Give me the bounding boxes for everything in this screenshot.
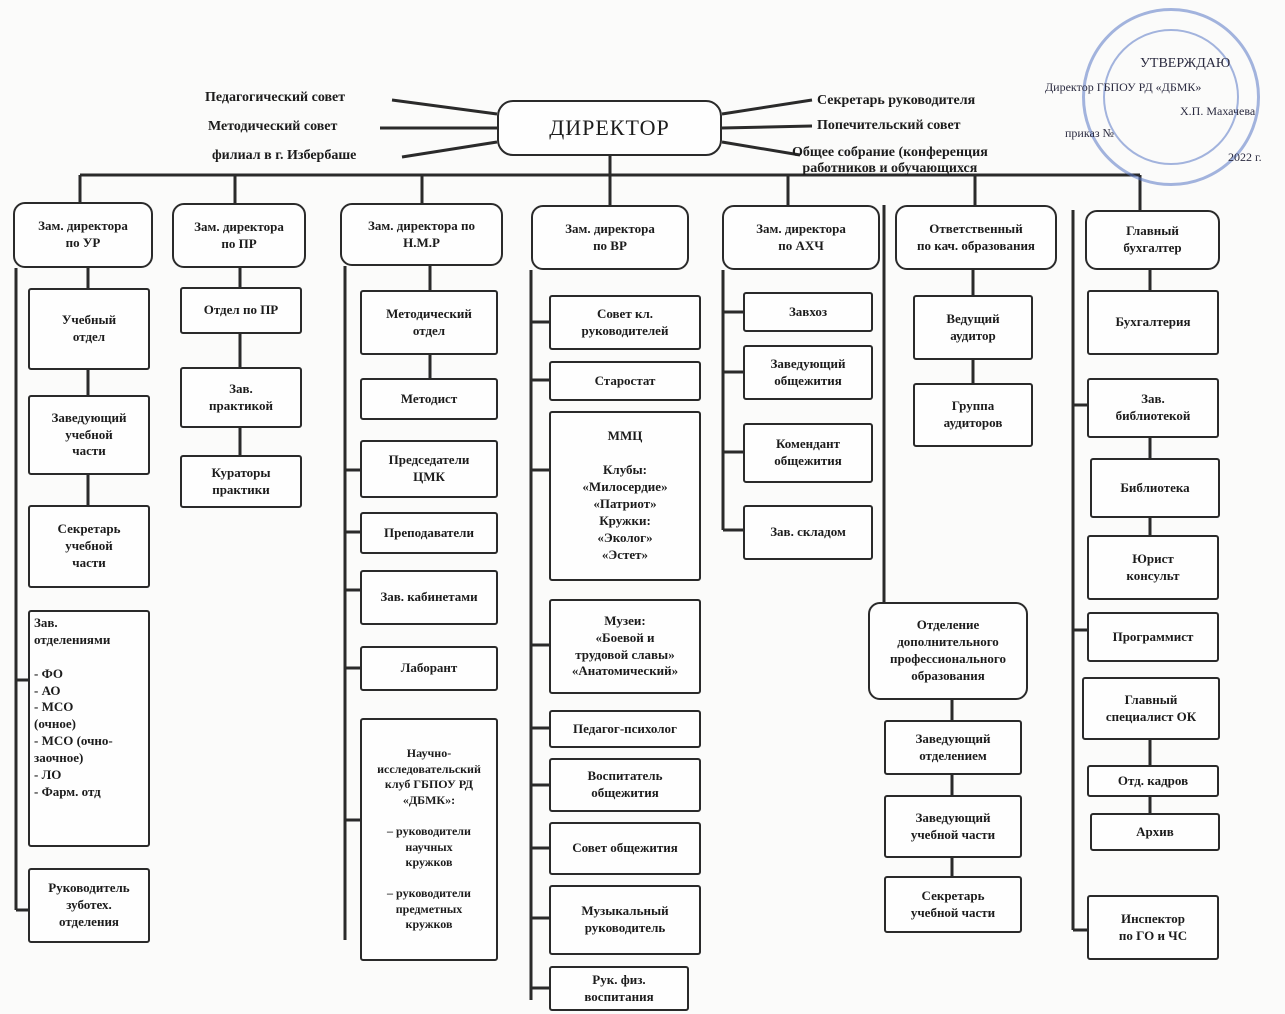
chief-hr-specialist: Главный специалист ОК [1082,677,1220,740]
heads-of-departments: Зав. отделениями - ФО - АО - МСО (очное)… [28,610,150,847]
dormitory-head: Заведующий общежития [743,345,873,400]
research-club: Научно- исследовательский клуб ГБПОУ РД … [360,718,498,961]
head-dental-department: Руководитель зуботех. отделения [28,868,150,943]
approval-line-4: приказ № [1065,126,1115,140]
council-methodical: Методический совет [208,119,338,134]
council-general-meeting: Общее собрание (конференция работников и… [792,145,988,176]
dormitory-commandant: Комендант общежития [743,423,873,483]
accounting: Бухгалтерия [1087,290,1219,355]
heads-of-cabinets: Зав. кабинетами [360,570,498,625]
library-head: Зав. библиотекой [1087,378,1219,438]
approval-line-2: Директор ГБПОУ РД «ДБМК» [1045,80,1202,94]
practice-curators: Кураторы практики [180,455,302,508]
head-deputy-ur: Зам. директора по УР [13,202,153,268]
approval-line-1: УТВЕРЖДАЮ [1140,56,1231,71]
education-department: Учебный отдел [28,288,150,370]
programmer: Программист [1087,612,1219,662]
physical-education-head: Рук. физ. воспитания [549,966,689,1011]
council-secretary: Секретарь руководителя [817,93,976,108]
youth-center-clubs: ММЦ Клубы: «Милосердие» «Патриот» Кружки… [549,411,701,581]
approval-stamp [1082,8,1260,186]
department-head: Заведующий отделением [884,720,1022,775]
head-deputy-nmr: Зам. директора по Н.М.Р [340,203,503,266]
legal-consultant: Юрист консульт [1087,535,1219,600]
lead-auditor: Ведущий аудитор [913,295,1033,360]
archive: Архив [1090,813,1220,851]
secretary-education-part: Секретарь учебной части [28,505,150,588]
headmen-council: Старостат [549,361,701,401]
secretary-study-part-dpo: Секретарь учебной части [884,876,1022,933]
head-of-practice: Зав. практикой [180,367,302,428]
class-teachers-council: Совет кл. руководителей [549,295,701,350]
civil-defense-inspector: Инспектор по ГО и ЧС [1087,895,1219,960]
educational-psychologist: Педагог-психолог [549,710,701,748]
hr-department: Отд. кадров [1087,765,1219,797]
branch-izberbash: филиал в г. Избербаше [212,148,357,163]
cmk-chairmen: Председатели ЦМК [360,440,498,498]
council-pedagogical: Педагогический совет [205,90,346,105]
head-of-education-part: Заведующий учебной части [28,395,150,475]
warehouse-head: Зав. складом [743,505,873,560]
head-chief-accountant: Главный бухгалтер [1085,210,1220,270]
dormitory-council: Совет общежития [549,822,701,875]
teachers: Преподаватели [360,512,498,554]
methodist: Методист [360,378,498,420]
auditors-group: Группа аудиторов [913,383,1033,447]
approval-line-3: Х.П. Махачева [1180,104,1256,118]
practice-department: Отдел по ПР [180,287,302,334]
library: Библиотека [1090,458,1220,518]
head-quality-officer: Ответственный по кач. образования [895,205,1057,270]
laboratory-assistant: Лаборант [360,646,498,691]
head-deputy-vr: Зам. директора по ВР [531,205,689,270]
additional-education-department: Отделение дополнительного профессиональн… [868,602,1028,700]
music-director: Музыкальный руководитель [549,885,701,955]
supply-manager: Завхоз [743,292,873,332]
methodical-department: Методический отдел [360,290,498,355]
dormitory-educator: Воспитатель общежития [549,758,701,812]
council-trustees: Попечительский совет [817,118,961,133]
director-box: ДИРЕКТОР [497,100,722,156]
head-deputy-pr: Зам. директора по ПР [172,203,306,268]
head-of-study-part-dpo: Заведующий учебной части [884,795,1022,858]
approval-line-5: 2022 г. [1228,150,1262,164]
head-deputy-ahch: Зам. директора по АХЧ [722,205,880,270]
museums: Музеи: «Боевой и трудовой славы» «Анатом… [549,599,701,694]
